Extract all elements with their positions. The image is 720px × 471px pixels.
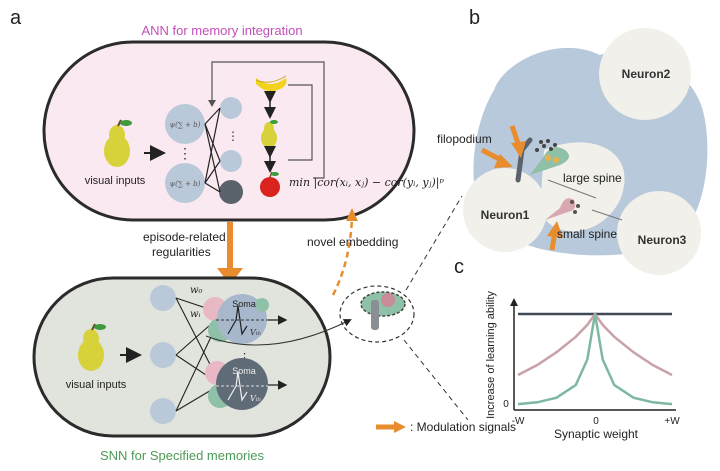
neuron1-cell [463, 168, 547, 252]
ann-visual-inputs-label: visual inputs [85, 175, 146, 187]
chart-xlabel: Synaptic weight [554, 427, 639, 441]
ann-panel: ANN for memory integration visual inputs… [42, 23, 416, 222]
ann-capsule [42, 40, 416, 222]
ann-unit-formula: ψ(∑ + b) [170, 121, 201, 129]
ann-hidden-unit [165, 163, 205, 203]
chart-ytick: 0 [503, 399, 509, 410]
small-spine-shape [545, 198, 576, 220]
ann-objective: min |cor(xᵢ, xⱼ) − cor(yᵢ, yⱼ)|ᵖ [289, 176, 444, 190]
snn-weight-w0: w₀ [190, 285, 203, 296]
chart-xtick: -W [512, 416, 525, 427]
large-spine-label: large spine [563, 171, 622, 185]
panel-label-b: b [469, 7, 480, 29]
snn-soma-label: Soma [232, 299, 256, 309]
snn-input-neuron [150, 398, 176, 424]
ann-unit-formula: ψ(∑ + b) [170, 180, 201, 188]
snn-panel: visual inputs w₀ wᵢ Soma Vₜₕ ⋮ [32, 276, 352, 463]
apple-icon [260, 171, 280, 197]
neuron1-label: Neuron1 [481, 208, 530, 222]
snn-input-neuron [150, 285, 176, 311]
dendrite-zoom [339, 285, 415, 343]
small-spine-label: small spine [557, 227, 617, 241]
ann-feedback-loop [211, 61, 325, 179]
panel-label-c: c [454, 256, 464, 278]
snn-threshold-label: Vₜₕ [250, 394, 261, 403]
chart-series-line [517, 311, 673, 377]
ann-dark-unit [219, 180, 243, 204]
episode-label-line2: regularities [152, 245, 211, 259]
learning-chart: Increase of learning ability Synaptic we… [485, 291, 680, 441]
pear-icon [78, 323, 106, 371]
neuron3-label: Neuron3 [638, 233, 687, 247]
ann-output-unit [220, 97, 242, 119]
neuron-panel: Neuron2 Neuron3 Neuron1 filopodium large… [437, 28, 708, 275]
ann-output-unit [220, 150, 242, 172]
large-spine-shape [530, 147, 569, 175]
chart-xtick: +W [664, 416, 680, 427]
snn-soma-label: Soma [232, 366, 256, 376]
snn-soma-top [203, 294, 269, 344]
snn-ellipsis: ⋮ [239, 352, 250, 364]
ann-connections [204, 107, 221, 193]
pear-icon [104, 119, 132, 167]
ann-hidden-unit [165, 104, 205, 144]
neuron2-cell [599, 28, 691, 120]
snn-title: SNN for Specified memories [100, 448, 264, 463]
chart-xtick: 0 [593, 416, 599, 427]
ann-bracket [288, 84, 313, 161]
pear-icon [261, 120, 278, 148]
panel-label-a: a [10, 7, 22, 29]
snn-soma-bottom [205, 358, 268, 410]
legend-modulation-label: : Modulation signals [410, 420, 516, 434]
vesicles [535, 139, 557, 152]
snn-threshold-label: Vₜₕ [250, 328, 261, 337]
neuron3-cell [617, 191, 701, 275]
chart-series-line [517, 313, 673, 406]
ann-ellipsis: ⋮ [178, 145, 192, 161]
ann-title: ANN for memory integration [141, 23, 302, 38]
novel-embedding-label: novel embedding [307, 235, 398, 249]
snn-weight-wi: wᵢ [190, 309, 201, 320]
snn-visual-inputs-label: visual inputs [66, 379, 127, 391]
ann-output-ellipsis: ⋮ [227, 129, 239, 143]
filopodium-label: filopodium [437, 132, 492, 146]
novel-embedding-arrow [331, 217, 354, 296]
banana-icon [255, 75, 287, 92]
neuron2-label: Neuron2 [622, 67, 671, 81]
snn-input-neuron [150, 342, 176, 368]
chart-ylabel: Increase of learning ability [485, 291, 497, 419]
episode-label-line1: episode-related [143, 230, 226, 244]
